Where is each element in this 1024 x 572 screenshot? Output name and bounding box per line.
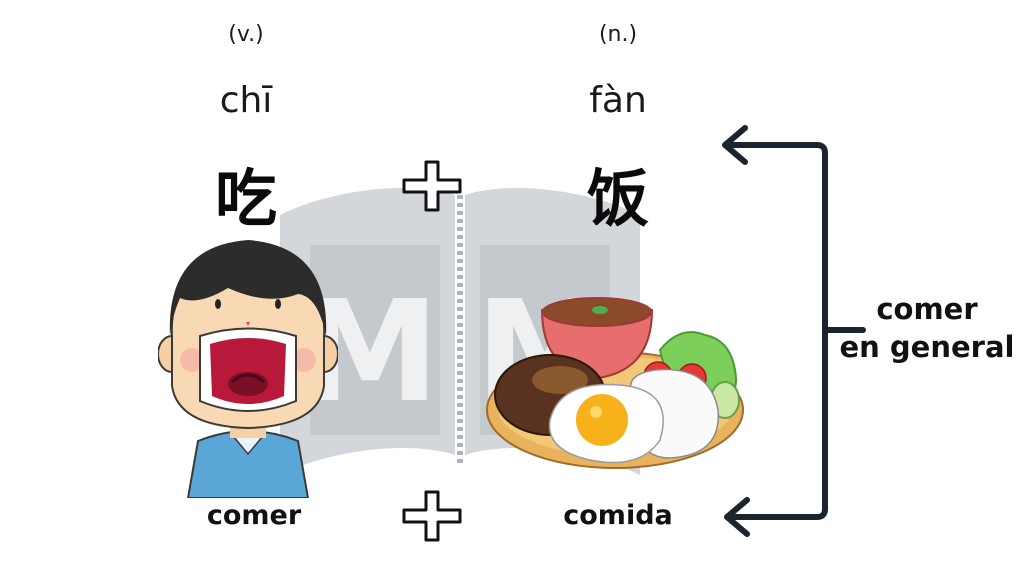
combined-meaning-line2: en general xyxy=(839,330,1015,364)
right-part-of-speech: (n.) xyxy=(598,22,638,47)
bracket-arrows xyxy=(722,125,866,537)
plus-icon-top xyxy=(402,160,462,212)
combined-meaning: comer en general xyxy=(832,290,1022,366)
right-meaning: comida xyxy=(563,500,673,531)
boy-eating-illustration xyxy=(158,240,338,498)
plus-icon-bottom xyxy=(402,490,462,542)
left-hanzi: 吃 xyxy=(214,162,277,235)
left-part-of-speech: (v.) xyxy=(228,22,264,47)
left-pinyin: chī xyxy=(219,80,273,121)
right-pinyin: fàn xyxy=(589,80,647,121)
food-plate-illustration xyxy=(486,297,744,469)
right-hanzi: 饭 xyxy=(586,162,649,235)
left-meaning: comer xyxy=(206,500,302,531)
combined-meaning-line1: comer xyxy=(876,292,978,326)
